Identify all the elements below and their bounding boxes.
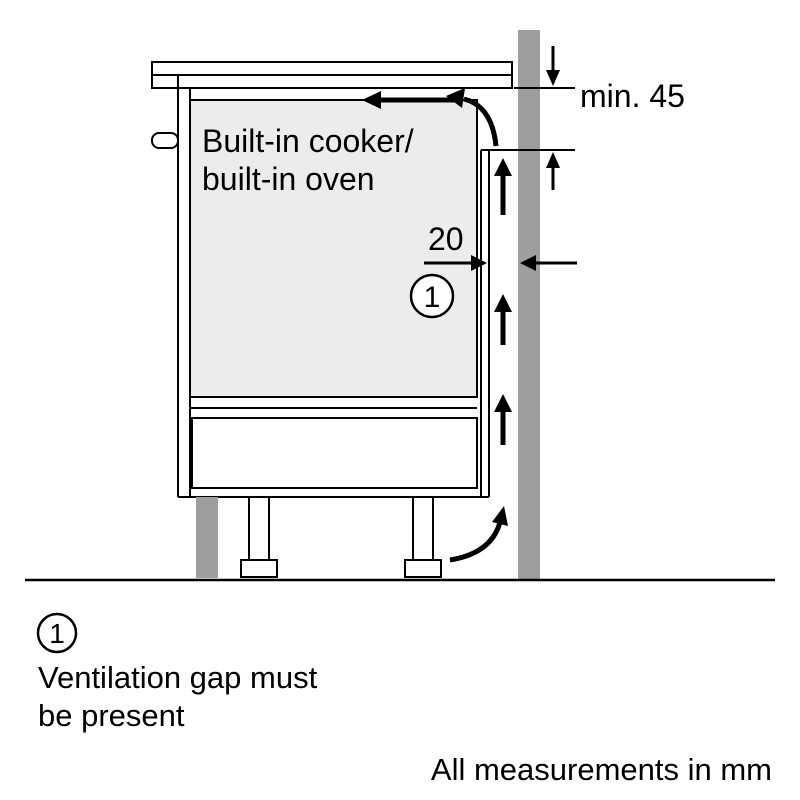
arrow-head [494, 294, 512, 312]
airflow-arrow-up-1 [494, 158, 512, 215]
hob-glass [151, 61, 513, 76]
legend-callout-circle [36, 612, 78, 654]
right-foot-shaft [412, 496, 434, 561]
plinth-panel [196, 497, 218, 578]
callout-1-circle [409, 273, 455, 319]
drawer-front [191, 417, 478, 489]
arrow-head [492, 506, 508, 526]
airflow-arrow-up-3 [494, 394, 512, 445]
dim-arrow-up-head [546, 152, 560, 168]
dim-20-label: 20 [428, 221, 464, 257]
cooker-label-line1: Built-in cooker/ [202, 123, 414, 159]
dim-min-45-label: min. 45 [580, 78, 685, 114]
arrow-shaft [463, 96, 499, 147]
arrow-head [494, 394, 512, 412]
arrow-head [494, 158, 512, 176]
left-foot-shaft [248, 496, 270, 561]
left-foot-base [240, 559, 278, 578]
base-supports [196, 496, 442, 578]
arrow-head [362, 91, 381, 109]
dim-arrow-right-head [471, 255, 487, 271]
arrow-shaft [449, 517, 504, 563]
dimension-gap-20: 20 [424, 221, 577, 271]
oven-box [189, 99, 478, 398]
legend: 1 Ventilation gap must be present [36, 612, 318, 733]
arrow-head [446, 88, 465, 108]
measurements-note: All measurements in mm [431, 752, 772, 787]
drawer-section [190, 407, 478, 489]
mounting-bolt [151, 132, 179, 149]
cooktop [151, 61, 513, 89]
hob-body [177, 74, 513, 89]
cooker-label-line2: built-in oven [202, 161, 375, 197]
hob-left-edge [151, 74, 179, 89]
airflow-arrows [362, 88, 512, 563]
dimension-min-45: min. 45 [481, 46, 685, 190]
oven-compartment: Built-in cooker/ built-in oven [189, 99, 478, 398]
airflow-arrow-top-curve [446, 88, 499, 147]
callout-1: 1 [409, 273, 455, 319]
callout-1-number: 1 [424, 281, 441, 314]
legend-text-line2: be present [38, 698, 185, 733]
legend-text-line1: Ventilation gap must [38, 660, 318, 695]
airflow-arrow-up-2 [494, 294, 512, 345]
airflow-arrow-top-left [362, 91, 455, 109]
dim-arrow-left-head [520, 255, 536, 271]
right-foot-base [404, 559, 442, 578]
wall [518, 30, 540, 580]
legend-callout-number: 1 [49, 618, 65, 649]
dim-arrow-down-head [546, 70, 560, 86]
airflow-arrow-bottom-curve [449, 506, 508, 563]
